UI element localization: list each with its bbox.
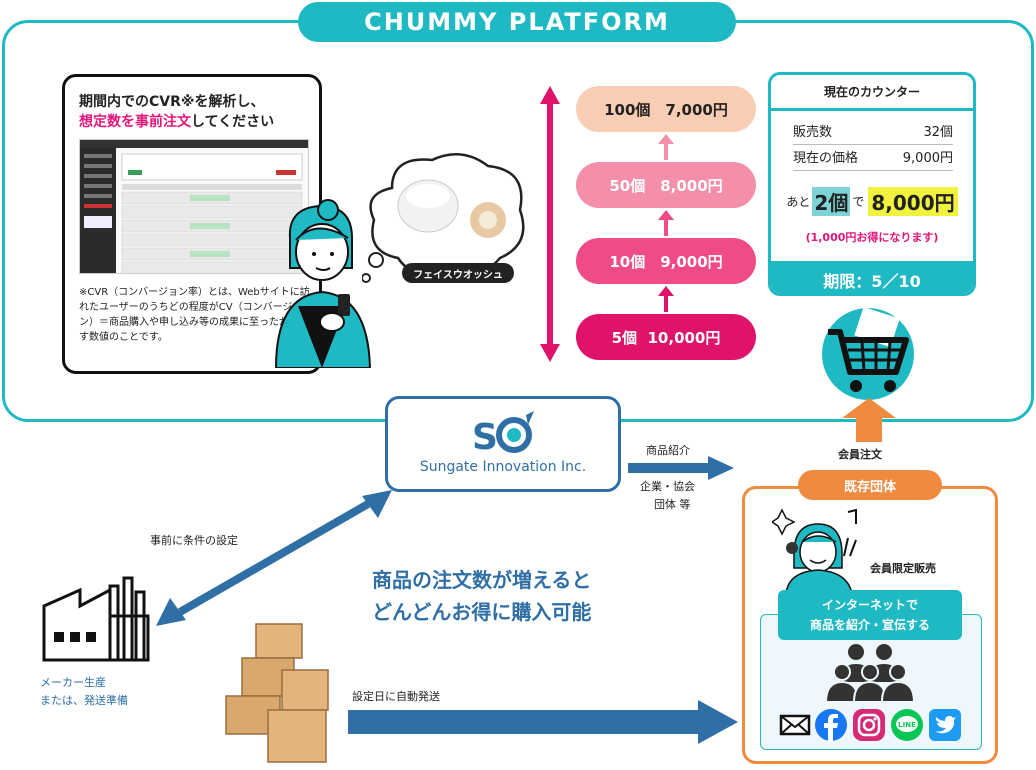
counter-savings: (1,000円お得になります) [805, 231, 939, 244]
price-tier-5: 5個 10,000円 [576, 314, 756, 360]
companies-label: 企業・協会 [640, 480, 695, 493]
counter-title: 現在のカウンター [771, 75, 973, 111]
member-order-label: 会員注文 [838, 448, 882, 461]
sungate-box: S Sungate Innovation Inc. [385, 396, 621, 492]
mail-icon[interactable] [778, 708, 812, 742]
price-label: 現在の価格 [793, 151, 859, 166]
message-line1: 商品の注文数が増えると [372, 568, 592, 592]
product-intro-arrow [628, 456, 734, 480]
next-prefix: あと [786, 195, 811, 209]
maker-label: メーカー生産 [40, 676, 106, 689]
tier-up-arrow-icon [658, 210, 674, 236]
product-label: フェイスウオッシュ [402, 263, 514, 283]
group-banner: インターネットで 商品を紹介・宣伝する [778, 590, 962, 640]
svg-text:S: S [472, 417, 498, 455]
cvr-heading-line2: 想定数を事前注文してください [79, 111, 274, 131]
svg-text:LINE: LINE [898, 721, 916, 729]
next-count: 2個 [812, 187, 851, 216]
sungate-logo-icon: S [472, 411, 534, 455]
woman-with-phone-illustration [274, 199, 372, 368]
auto-ship-label: 設定日に自動発送 [352, 690, 440, 703]
next-price: 8,000円 [868, 187, 958, 216]
admin-screenshot [79, 139, 309, 274]
price-value: 9,000円 [902, 151, 953, 166]
cvr-heading-rest: してください [191, 114, 275, 130]
cvr-card: 期間内でのCVR※を解析し、 想定数を事前注文してください [62, 74, 322, 374]
existing-group-title: 既存団体 [798, 470, 942, 500]
preset-conditions-arrow [156, 490, 392, 626]
member-sale-label: 会員限定販売 [870, 562, 936, 575]
sales-label: 販売数 [793, 125, 833, 140]
admin-screenshot-graphic [80, 140, 308, 273]
price-tier-10: 10個 9,000円 [576, 238, 756, 284]
counter-sales-row: 販売数 32個 [793, 121, 953, 145]
product-intro-label: 商品紹介 [646, 444, 690, 457]
preset-label: 事前に条件の設定 [150, 534, 238, 547]
thought-bubble [362, 153, 525, 283]
counter-card: 現在のカウンター 販売数 32個 現在の価格 9,000円 あと 2個 で 8,… [768, 72, 976, 296]
instagram-icon[interactable] [852, 708, 886, 742]
platform-title: CHUMMY PLATFORM [298, 2, 736, 42]
next-mid: で [852, 195, 865, 209]
auto-ship-arrow [348, 700, 738, 744]
factory-icon [42, 576, 150, 662]
main-message: 商品の注文数が増えると どんどんお得に購入可能 [372, 564, 591, 628]
maker-label-2: または、発送準備 [40, 694, 128, 707]
sungate-name: Sungate Innovation Inc. [419, 459, 587, 475]
cvr-note: ※CVR（コンバージョン率）とは、Webサイトに訪れたユーザーのうちどの程度がC… [79, 287, 310, 343]
counter-deadline: 期限：5／10 [771, 261, 973, 293]
tier-range-arrow [540, 86, 560, 362]
groups-label: 団体 等 [654, 498, 691, 511]
member-order-arrow [842, 398, 896, 442]
counter-price-row: 現在の価格 9,000円 [793, 147, 953, 171]
message-line2: どんどんお得に購入可能 [372, 600, 592, 624]
counter-next-tier: あと 2個 で 8,000円 [771, 187, 973, 216]
price-tier-50: 50個 8,000円 [576, 162, 756, 208]
cvr-heading-line1: 期間内でのCVR※を解析し、 [79, 94, 265, 110]
tier-up-arrow-icon [658, 286, 674, 312]
people-group-icon [826, 644, 914, 702]
woman-celebrating-illustration [772, 508, 857, 594]
banner-line2: 商品を紹介・宣伝する [809, 618, 930, 632]
line-icon[interactable]: LINE [890, 708, 924, 742]
sales-value: 32個 [923, 125, 953, 140]
shipping-boxes-icon [225, 623, 329, 763]
tier-up-arrow-icon [658, 134, 674, 160]
cvr-highlight: 想定数を事前注文 [79, 114, 191, 130]
price-tier-100: 100個 7,000円 [576, 86, 756, 132]
banner-line1: インターネットで [821, 598, 918, 612]
shopping-cart-icon [822, 306, 914, 400]
facebook-icon[interactable] [814, 708, 848, 742]
twitter-icon[interactable] [928, 708, 962, 742]
